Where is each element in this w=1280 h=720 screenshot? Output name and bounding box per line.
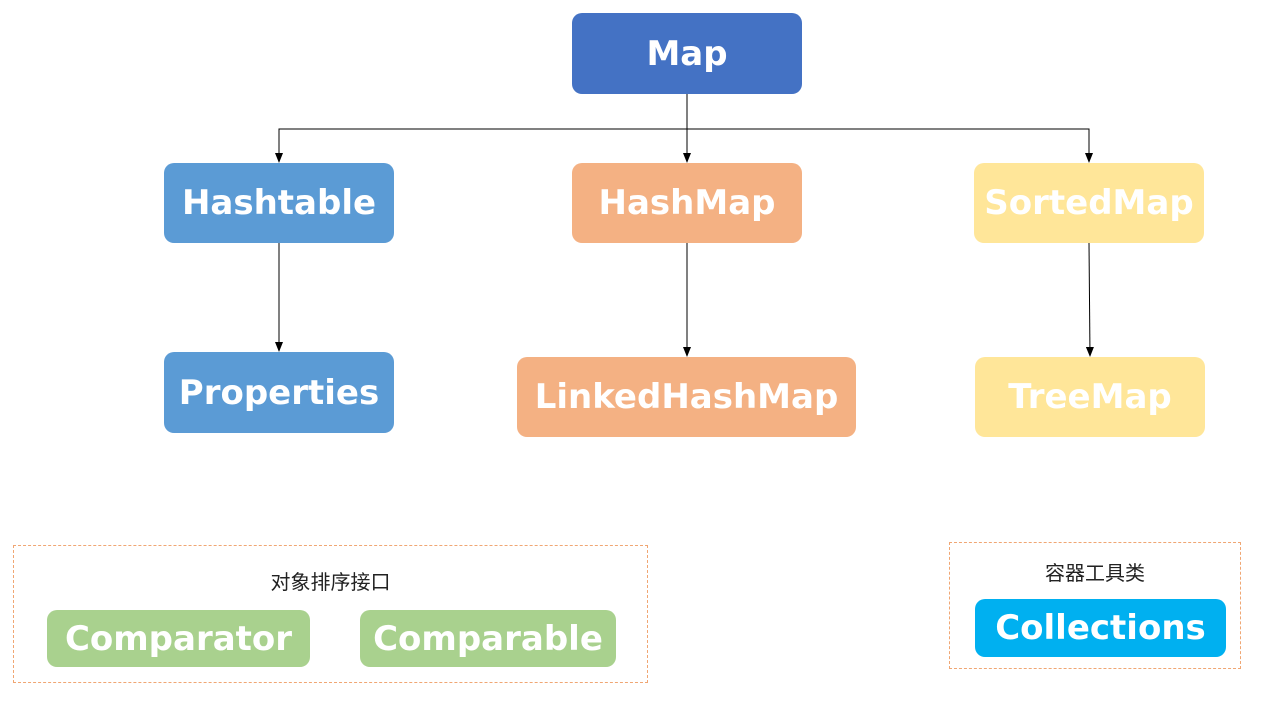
node-properties-label: Properties (178, 372, 380, 413)
group-sorting-interfaces: 对象排序接口 Comparator Comparable (13, 545, 648, 683)
node-collections-label: Collections (995, 608, 1206, 648)
node-comparator-label: Comparator (64, 618, 293, 659)
node-treemap: TreeMap (975, 357, 1205, 437)
node-hashmap-label: HashMap (598, 183, 776, 223)
edge-sortedmap-treemap (1085, 242, 1094, 357)
node-sortedmap: SortedMap (974, 163, 1204, 243)
node-collections: Collections (975, 599, 1226, 657)
node-comparator: Comparator (47, 610, 310, 667)
edge-map-hashtable (275, 94, 688, 163)
group-sorting-title: 对象排序接口 (270, 570, 391, 594)
group-utility-classes: 容器工具类 Collections (949, 542, 1241, 669)
node-treemap-label: TreeMap (1008, 377, 1172, 417)
node-comparable-label: Comparable (373, 618, 603, 659)
node-map: Map (572, 13, 802, 94)
node-hashtable-label: Hashtable (181, 183, 377, 223)
group-utility-title: 容器工具类 (1045, 561, 1145, 585)
node-linkedhashmap-label: LinkedHashMap (534, 377, 839, 417)
node-hashmap: HashMap (572, 163, 802, 243)
node-properties: Properties (164, 352, 394, 433)
node-hashtable: Hashtable (164, 163, 394, 243)
node-sortedmap-label: SortedMap (984, 183, 1194, 223)
node-map-label: Map (646, 33, 728, 74)
edge-map-sortedmap (687, 128, 1093, 163)
node-linkedhashmap: LinkedHashMap (517, 357, 856, 437)
node-comparable: Comparable (360, 610, 616, 667)
